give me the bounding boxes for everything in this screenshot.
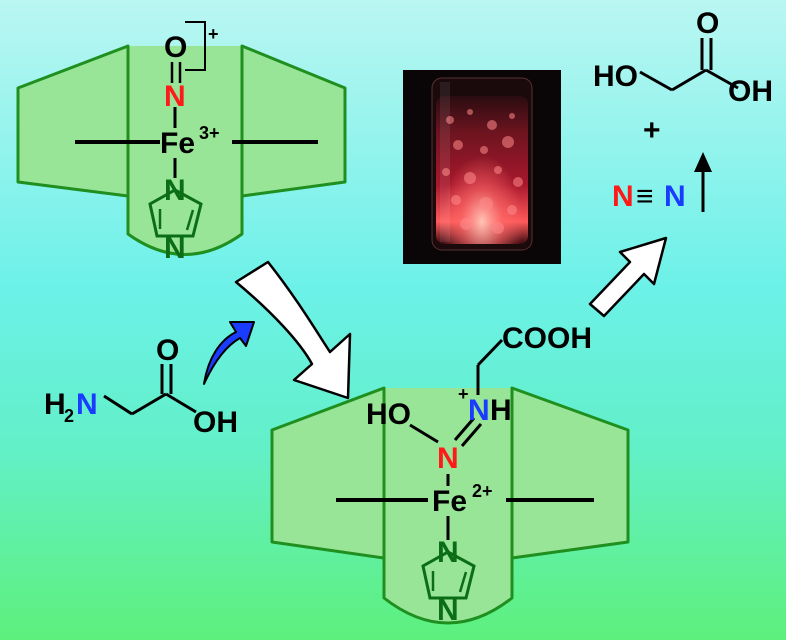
dinitrogen-triple-bond: ≡ — [636, 180, 654, 213]
glycolic-carbonyl-o: O — [696, 7, 719, 40]
glycolic-acid: HO O OH — [593, 7, 773, 108]
top-iron-charge: 3+ — [199, 123, 220, 143]
reaction-arrow-products — [590, 238, 666, 316]
top-imidazole-n2: N — [164, 232, 186, 265]
glycolic-ho: HO — [593, 60, 638, 93]
reaction-arrow-main — [236, 262, 350, 398]
bottom-iminium-plus: + — [458, 384, 469, 404]
vial-photo — [403, 70, 561, 264]
bottom-imidazole-n2: N — [437, 594, 459, 627]
bottom-nitrogen: N — [437, 442, 459, 475]
dinitrogen: N ≡ N — [612, 152, 712, 213]
bottom-iron-charge: 2+ — [472, 481, 493, 501]
glycine-hydroxyl: OH — [193, 406, 238, 439]
bottom-iminium-n: N — [468, 394, 490, 427]
dinitrogen-n1: N — [612, 180, 634, 213]
glycine: H 2 N O OH — [44, 334, 238, 439]
bottom-iron: Fe — [432, 485, 467, 518]
glycine-carbonyl-o: O — [156, 334, 179, 367]
glycine-amine-n: N — [76, 388, 98, 421]
bottom-carboxyl: COOH — [502, 322, 592, 355]
glycine-h-subscript: 2 — [64, 406, 74, 426]
top-heme-complex: O N + Fe 3+ N N — [18, 22, 345, 265]
top-nitrosyl-o: O — [164, 31, 187, 64]
plus-sign: + — [643, 114, 661, 147]
glycine-entry-arrow — [204, 322, 254, 384]
top-imidazole-n1: N — [164, 174, 186, 207]
glycolic-oh: OH — [728, 75, 773, 108]
bottom-imidazole-n1: N — [437, 536, 459, 569]
glycine-h: H — [44, 388, 66, 421]
dinitrogen-n2: N — [664, 180, 686, 213]
gas-evolution-arrow — [694, 152, 712, 172]
bottom-hydroxy: HO — [366, 398, 411, 431]
top-nitrosyl-n: N — [164, 80, 186, 113]
bottom-iminium-h: H — [490, 394, 512, 427]
top-complex-charge: + — [208, 24, 219, 44]
top-iron: Fe — [160, 127, 195, 160]
